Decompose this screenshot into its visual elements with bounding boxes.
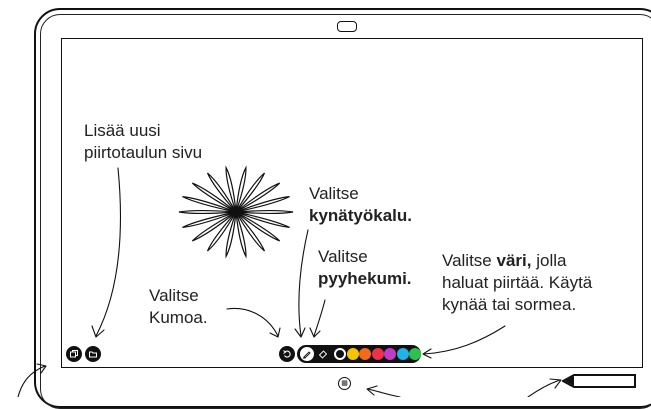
callout-color-line2: haluat piirtää. Käytä [442, 273, 593, 292]
callout-undo-line2: Kumoa. [149, 308, 208, 327]
callout-color-bold: väri, [496, 251, 532, 270]
callout-select-eraser: Valitse pyyhekumi. [318, 246, 412, 290]
drawing-toolbar [297, 345, 421, 363]
callout-add-page-line1: Lisää uusi [84, 121, 161, 140]
color-swatch[interactable] [346, 348, 359, 360]
color-swatch[interactable] [409, 348, 421, 360]
color-swatch[interactable] [359, 348, 371, 360]
eraser-tool-button[interactable] [317, 348, 329, 360]
callout-color-line3: kynää tai sormea. [442, 295, 577, 314]
callout-undo-line1: Valitse [149, 286, 199, 305]
undo-icon [283, 350, 291, 358]
callout-eraser-line1: Valitse [318, 247, 368, 266]
callout-add-page-line2: piirtotaulun sivu [84, 143, 203, 162]
pages-icon [70, 350, 78, 358]
save-button[interactable] [85, 346, 101, 362]
pen-icon [302, 351, 311, 359]
home-button[interactable]: ▦ [338, 377, 351, 390]
undo-button[interactable] [279, 346, 295, 362]
callout-pen-line1: Valitse [309, 184, 359, 203]
grid-icon: ▦ [341, 380, 348, 387]
callout-color-suffix: jolla [531, 251, 567, 270]
callout-color-prefix: Valitse [442, 251, 497, 270]
pen-tool-button[interactable] [300, 347, 314, 361]
callout-add-page: Lisää uusi piirtotaulun sivu [84, 120, 202, 164]
camera-icon [337, 21, 357, 32]
color-swatch[interactable] [371, 348, 384, 360]
color-swatch[interactable] [334, 348, 346, 360]
eraser-icon [318, 350, 328, 359]
new-page-button[interactable] [66, 346, 82, 362]
color-swatch[interactable] [396, 348, 409, 360]
callout-undo: Valitse Kumoa. [149, 285, 208, 329]
callout-eraser-bold: pyyhekumi. [318, 269, 412, 288]
callout-select-pen: Valitse kynätyökalu. [309, 183, 412, 227]
pen-indicator-icon [562, 374, 636, 388]
callout-select-color: Valitse väri, jolla haluat piirtää. Käyt… [442, 250, 592, 316]
color-swatch[interactable] [384, 348, 396, 360]
callout-pen-bold: kynätyökalu. [309, 206, 412, 225]
whiteboard-screen[interactable] [61, 38, 643, 368]
folder-icon [89, 351, 97, 358]
